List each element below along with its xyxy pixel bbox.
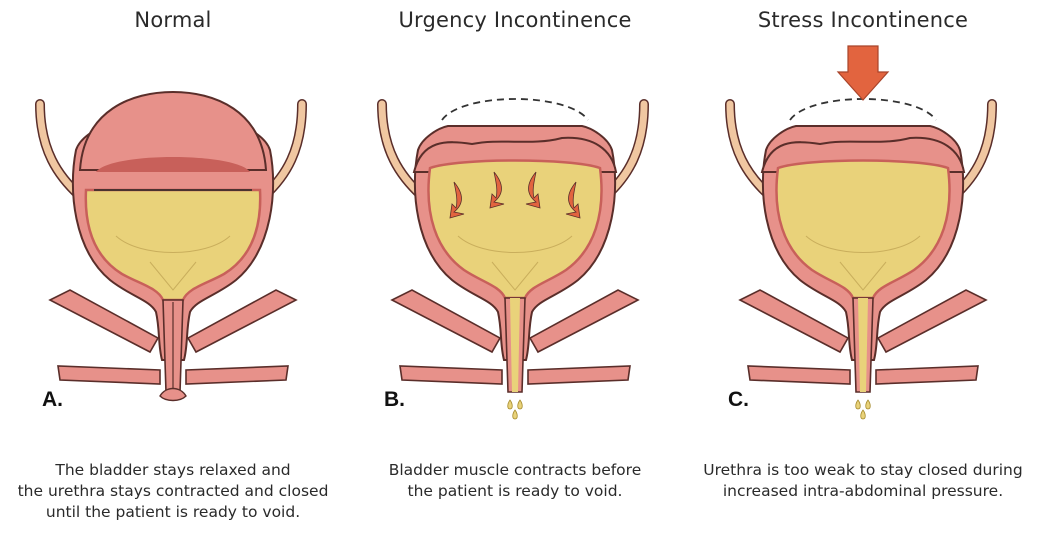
panel-caption: Urethra is too weak to stay closed durin… bbox=[690, 460, 1036, 502]
urine-drop bbox=[512, 409, 518, 420]
urethra-open-channel bbox=[510, 298, 520, 392]
contraction-arrow bbox=[489, 171, 505, 209]
urine-drop bbox=[517, 399, 523, 410]
pelvic-muscle bbox=[186, 289, 298, 354]
panel-title: Normal bbox=[134, 8, 212, 32]
urine-drop bbox=[855, 399, 861, 410]
panel-letter: C. bbox=[728, 388, 749, 411]
pelvic-muscle bbox=[747, 365, 851, 385]
bladder-illustration-stress bbox=[725, 45, 997, 420]
pelvic-muscle bbox=[399, 365, 503, 385]
dashed-outline bbox=[789, 98, 937, 121]
caption-line: The bladder stays relaxed and bbox=[55, 461, 291, 479]
panel-urgency: Urgency Incontinence B. Bladder muscle c… bbox=[342, 0, 688, 550]
contraction-arrow bbox=[565, 181, 581, 219]
urethra-meatus bbox=[159, 387, 187, 402]
pelvic-muscle bbox=[57, 365, 161, 385]
panel-title: Urgency Incontinence bbox=[398, 8, 632, 32]
panel-caption: The bladder stays relaxed and the urethr… bbox=[0, 460, 346, 523]
bladder-illustration-normal bbox=[35, 90, 307, 402]
trigone-line bbox=[115, 235, 231, 253]
pelvic-muscle bbox=[390, 289, 502, 354]
panel-letter: A. bbox=[42, 388, 63, 411]
trigone-line bbox=[805, 235, 921, 253]
caption-line: until the patient is ready to void. bbox=[45, 503, 301, 521]
urine bbox=[427, 159, 603, 300]
panel-stress: Stress Incontinence C. Urethra is too we… bbox=[690, 0, 1036, 550]
pelvic-muscle bbox=[738, 289, 850, 354]
caption-line: increased intra-abdominal pressure. bbox=[722, 482, 1004, 500]
dashed-outline bbox=[441, 98, 589, 121]
caption-line: Bladder muscle contracts before bbox=[388, 461, 642, 479]
pelvic-muscle bbox=[185, 365, 289, 385]
pelvic-muscle bbox=[528, 289, 640, 354]
urine bbox=[84, 188, 262, 302]
trigone-line bbox=[839, 261, 887, 291]
caption-line: the patient is ready to void. bbox=[407, 482, 623, 500]
urine bbox=[775, 159, 951, 300]
urethra-open-channel bbox=[858, 298, 868, 392]
contraction-arrow bbox=[449, 181, 465, 219]
pelvic-muscle bbox=[48, 289, 160, 354]
urine-drop bbox=[865, 399, 871, 410]
panel-caption: Bladder muscle contracts before the pati… bbox=[342, 460, 688, 502]
contraction-arrow bbox=[525, 171, 541, 209]
panel-letter: B. bbox=[384, 388, 405, 411]
dome-shadow bbox=[96, 157, 250, 172]
panel-normal: Normal A. The bladder stays relaxed and … bbox=[0, 0, 346, 550]
panel-title: Stress Incontinence bbox=[757, 8, 969, 32]
pelvic-muscle bbox=[527, 365, 631, 385]
pelvic-muscle bbox=[876, 289, 988, 354]
bladder-dome bbox=[78, 90, 268, 171]
trigone-line bbox=[491, 261, 539, 291]
urine-drop bbox=[860, 409, 866, 420]
caption-line: the urethra stays contracted and closed bbox=[17, 482, 329, 500]
pelvic-muscle bbox=[875, 365, 979, 385]
caption-line: Urethra is too weak to stay closed durin… bbox=[703, 461, 1023, 479]
bladder-illustration-urgency bbox=[377, 98, 649, 420]
trigone-line bbox=[149, 261, 197, 291]
urine-drop bbox=[507, 399, 513, 410]
pressure-arrow bbox=[836, 45, 890, 101]
trigone-line bbox=[457, 235, 573, 253]
